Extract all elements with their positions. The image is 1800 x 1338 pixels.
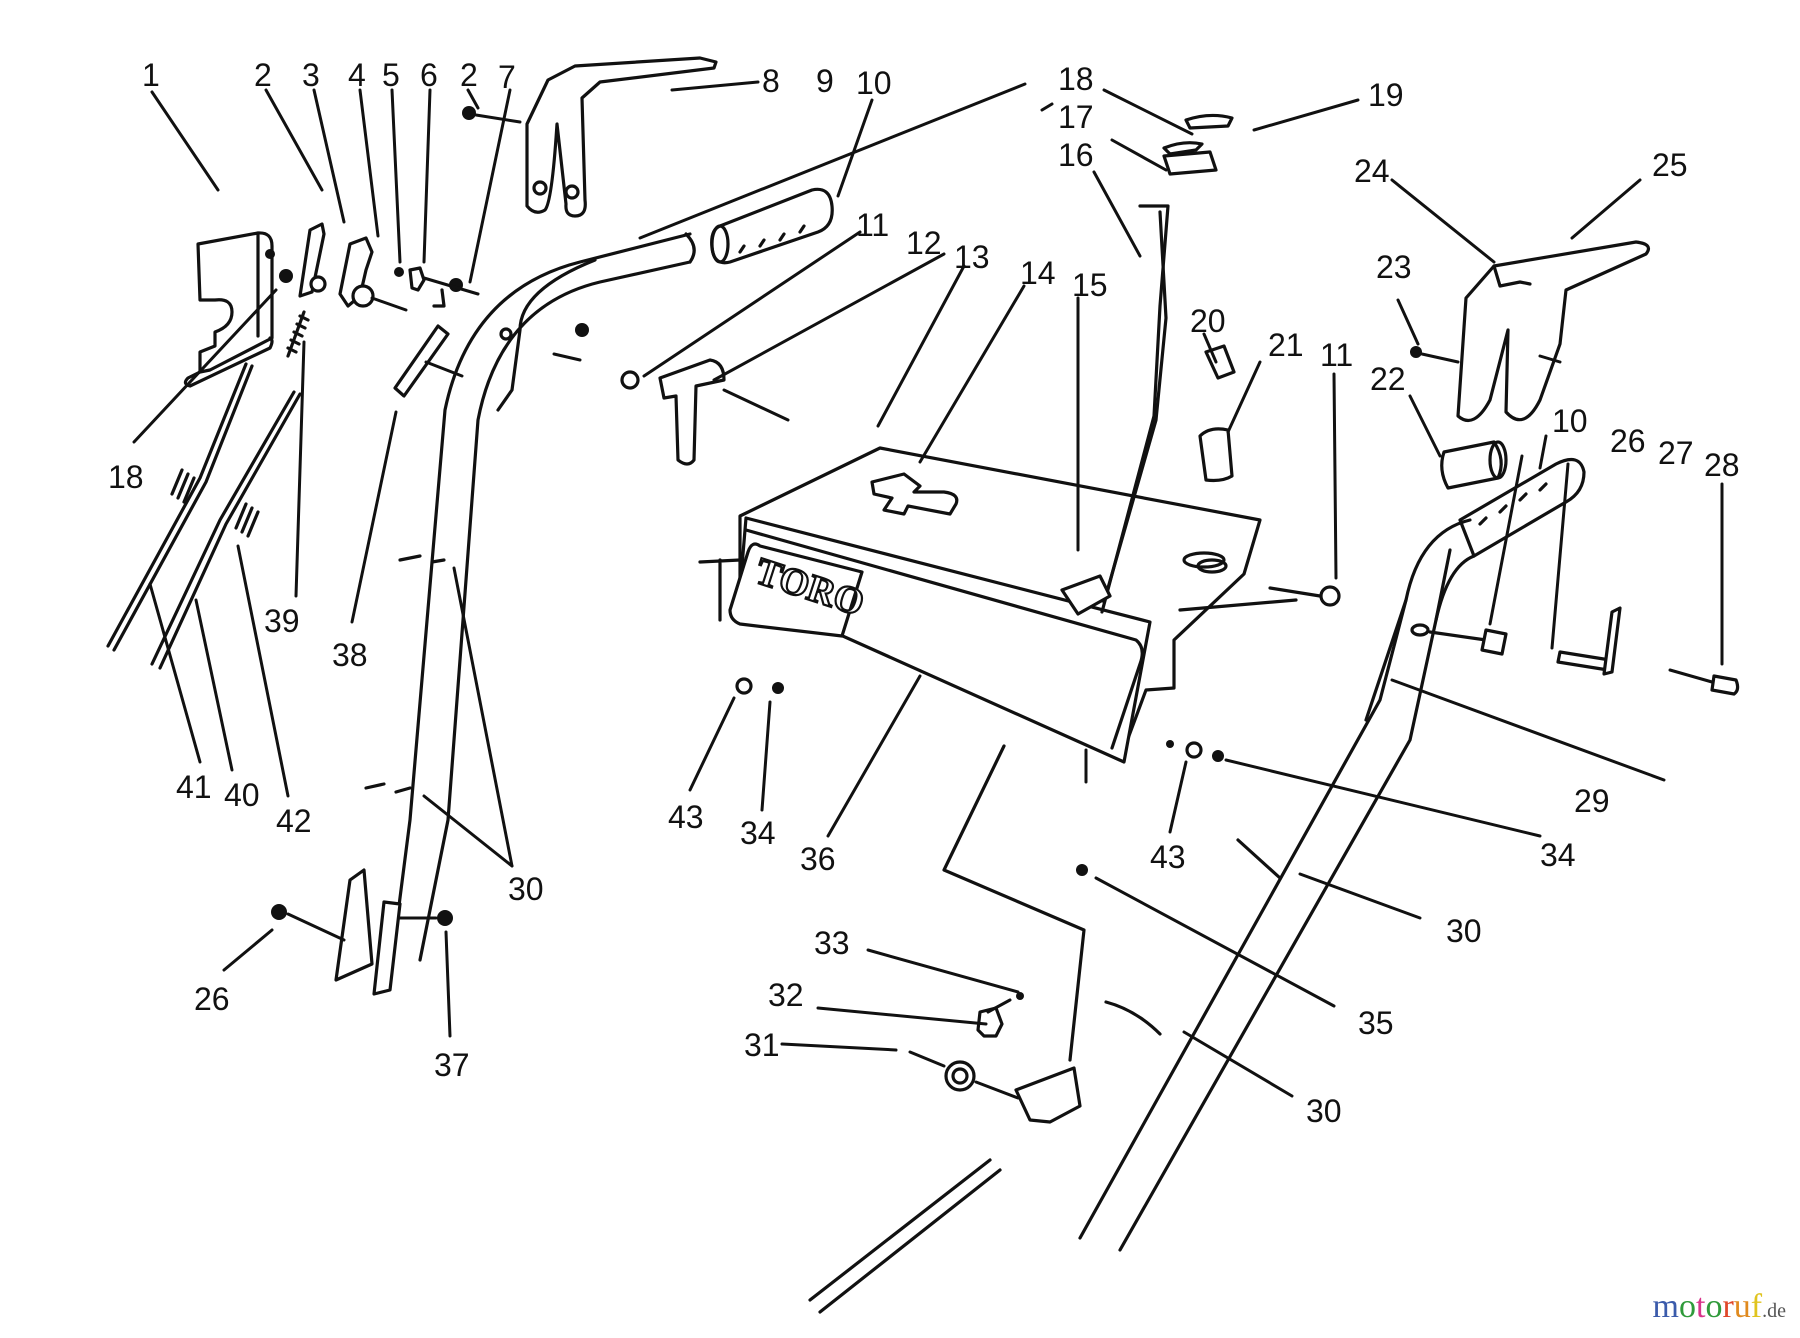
watermark-letter: o <box>1679 1288 1696 1325</box>
part-26-27-28-hardware <box>1410 606 1740 696</box>
callout-27: 27 <box>1658 435 1694 471</box>
callout-35: 35 <box>1358 1005 1394 1041</box>
callout-5: 5 <box>382 57 400 93</box>
callout-39: 39 <box>264 603 300 639</box>
callout-7: 7 <box>498 59 516 95</box>
callout-labels: 1 2 3 4 5 6 2 7 8 9 10 11 12 13 14 15 16… <box>108 57 1740 1129</box>
part-39-spring <box>286 310 310 358</box>
callout-10-second: 10 <box>1552 403 1588 439</box>
callout-11: 11 <box>856 207 889 243</box>
callout-11-second: 11 <box>1320 337 1353 373</box>
callout-31: 31 <box>744 1027 780 1063</box>
callout-30-third: 30 <box>1306 1093 1342 1129</box>
callout-21: 21 <box>1268 327 1304 363</box>
callout-18: 18 <box>1058 61 1094 97</box>
callout-38: 38 <box>332 637 368 673</box>
part-34-43-hardware <box>735 677 1224 876</box>
callout-42: 42 <box>276 803 312 839</box>
part-17-18-19-cap <box>1162 113 1234 176</box>
part-38-decal <box>393 324 464 398</box>
callout-25: 25 <box>1652 147 1688 183</box>
part-31-32-33-hardware <box>908 992 1082 1124</box>
part-3-lever-plate <box>279 222 327 298</box>
part-24-25-bracket <box>1410 240 1650 422</box>
callout-43-second: 43 <box>1150 839 1186 875</box>
part-40-41-42-cables <box>106 362 302 670</box>
callout-8: 8 <box>762 63 780 99</box>
callout-37: 37 <box>434 1047 470 1083</box>
callout-24: 24 <box>1354 153 1390 189</box>
callout-3: 3 <box>302 57 320 93</box>
right-handle-tube <box>1078 457 1586 1252</box>
callout-40: 40 <box>224 777 260 813</box>
callout-18-second: 18 <box>108 459 144 495</box>
callout-36: 36 <box>800 841 836 877</box>
callout-41: 41 <box>176 769 212 805</box>
callout-9: 9 <box>816 63 834 99</box>
callout-10: 10 <box>856 65 892 101</box>
callout-23: 23 <box>1376 249 1412 285</box>
callout-29: 29 <box>1574 783 1610 819</box>
leader-lines <box>132 80 1724 1098</box>
callout-19: 19 <box>1368 77 1404 113</box>
part-10-grip-left <box>710 187 834 265</box>
part-5-6-7-small-hardware <box>394 266 480 308</box>
watermark-letter: o <box>1705 1288 1723 1325</box>
part-4-pivot-arm <box>338 236 408 312</box>
callout-12: 12 <box>906 225 942 261</box>
callout-26-second: 26 <box>194 981 230 1017</box>
part-22-spacer <box>1440 440 1508 490</box>
watermark-letter: t <box>1696 1288 1706 1325</box>
callout-6: 6 <box>420 57 438 93</box>
watermark-letter: u <box>1733 1288 1751 1325</box>
callout-22: 22 <box>1370 361 1406 397</box>
watermark-text: motoruf <box>1653 1288 1763 1325</box>
callout-43: 43 <box>668 799 704 835</box>
callout-14: 14 <box>1020 255 1056 291</box>
callout-30-second: 30 <box>1446 913 1482 949</box>
left-bottom-bracket <box>271 868 453 996</box>
callout-16: 16 <box>1058 137 1094 173</box>
callout-4: 4 <box>348 57 366 93</box>
callout-2-second: 2 <box>460 57 478 93</box>
part-15-16-rod <box>1060 204 1170 616</box>
watermark-logo: motoruf.de <box>1653 1288 1786 1326</box>
part-11-12-knob <box>620 358 790 466</box>
part-11-bolt-right <box>1268 585 1341 607</box>
watermark-letter: f <box>1750 1288 1763 1325</box>
callout-13: 13 <box>954 239 990 275</box>
callout-2: 2 <box>254 57 272 93</box>
part-8-bracket <box>462 56 718 218</box>
linkage-rod <box>808 744 1086 1314</box>
watermark-letter: m <box>1652 1288 1679 1325</box>
callout-34: 34 <box>740 815 776 851</box>
callout-28: 28 <box>1704 447 1740 483</box>
callout-34-second: 34 <box>1540 837 1576 873</box>
callout-32: 32 <box>768 977 804 1013</box>
callout-17: 17 <box>1058 99 1094 135</box>
callout-15: 15 <box>1072 267 1108 303</box>
watermark-letter: r <box>1722 1288 1734 1325</box>
callout-30: 30 <box>508 871 544 907</box>
part-1-bracket <box>183 231 275 388</box>
left-handle-tube <box>390 232 696 962</box>
callout-20: 20 <box>1190 303 1226 339</box>
watermark-tld: .de <box>1762 1300 1786 1322</box>
part-30-clips <box>364 554 1282 1036</box>
callout-33: 33 <box>814 925 850 961</box>
callout-26: 26 <box>1610 423 1646 459</box>
part-13-14-36-control-panel: TORO <box>698 446 1298 764</box>
callout-1: 1 <box>142 57 160 93</box>
